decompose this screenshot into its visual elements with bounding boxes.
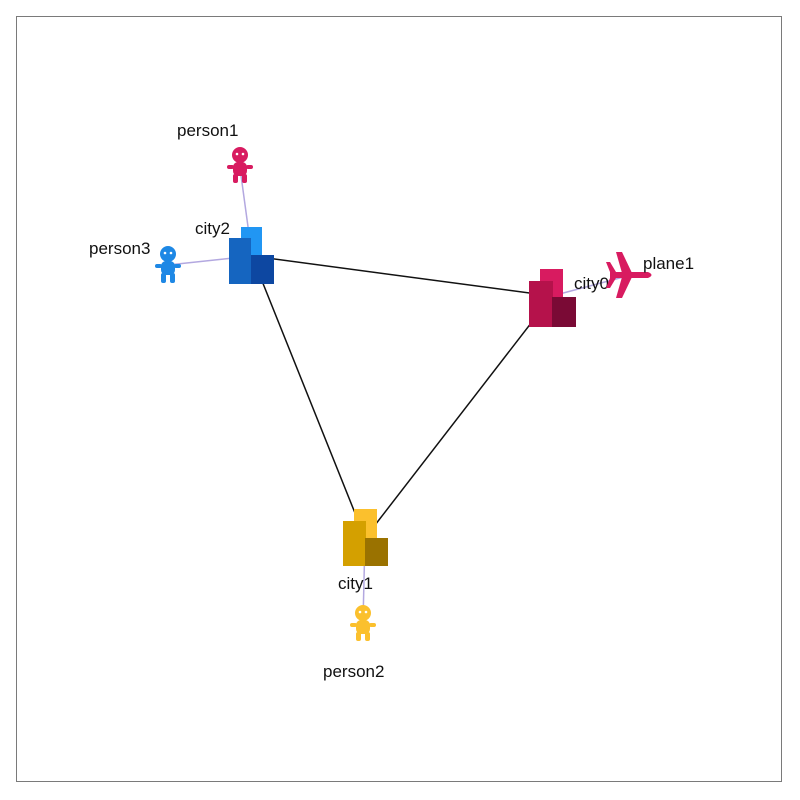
person-icon bbox=[227, 147, 253, 183]
edge-city2-city0 bbox=[251, 255, 553, 297]
city1-node[interactable]: city1 bbox=[338, 509, 388, 593]
person-icon bbox=[155, 246, 181, 283]
city2-label: city2 bbox=[195, 219, 230, 238]
city1-label: city1 bbox=[338, 574, 373, 593]
edge-city0-city1 bbox=[364, 295, 553, 539]
diagram-frame bbox=[16, 16, 782, 782]
city0-label: city0 bbox=[574, 274, 609, 293]
person1-node[interactable]: person1 bbox=[177, 121, 253, 183]
edges bbox=[167, 167, 632, 623]
plane1-node[interactable]: plane1 bbox=[606, 252, 694, 298]
city-buildings-icon bbox=[529, 269, 576, 327]
person2-node[interactable]: person2 bbox=[323, 605, 384, 681]
person3-node[interactable]: person3 bbox=[89, 239, 181, 283]
city2-node[interactable]: city2 bbox=[195, 219, 274, 284]
airplane-icon bbox=[606, 252, 652, 298]
edge-city2-city1 bbox=[251, 255, 366, 539]
city-buildings-icon bbox=[343, 509, 388, 566]
person1-label: person1 bbox=[177, 121, 238, 140]
edge-city0-plane1 bbox=[551, 274, 632, 297]
person2-label: person2 bbox=[323, 662, 384, 681]
plane1-label: plane1 bbox=[643, 254, 694, 273]
city0-node[interactable]: city0 bbox=[529, 269, 609, 327]
city-buildings-icon bbox=[229, 227, 274, 284]
person3-label: person3 bbox=[89, 239, 150, 258]
person-icon bbox=[350, 605, 376, 641]
